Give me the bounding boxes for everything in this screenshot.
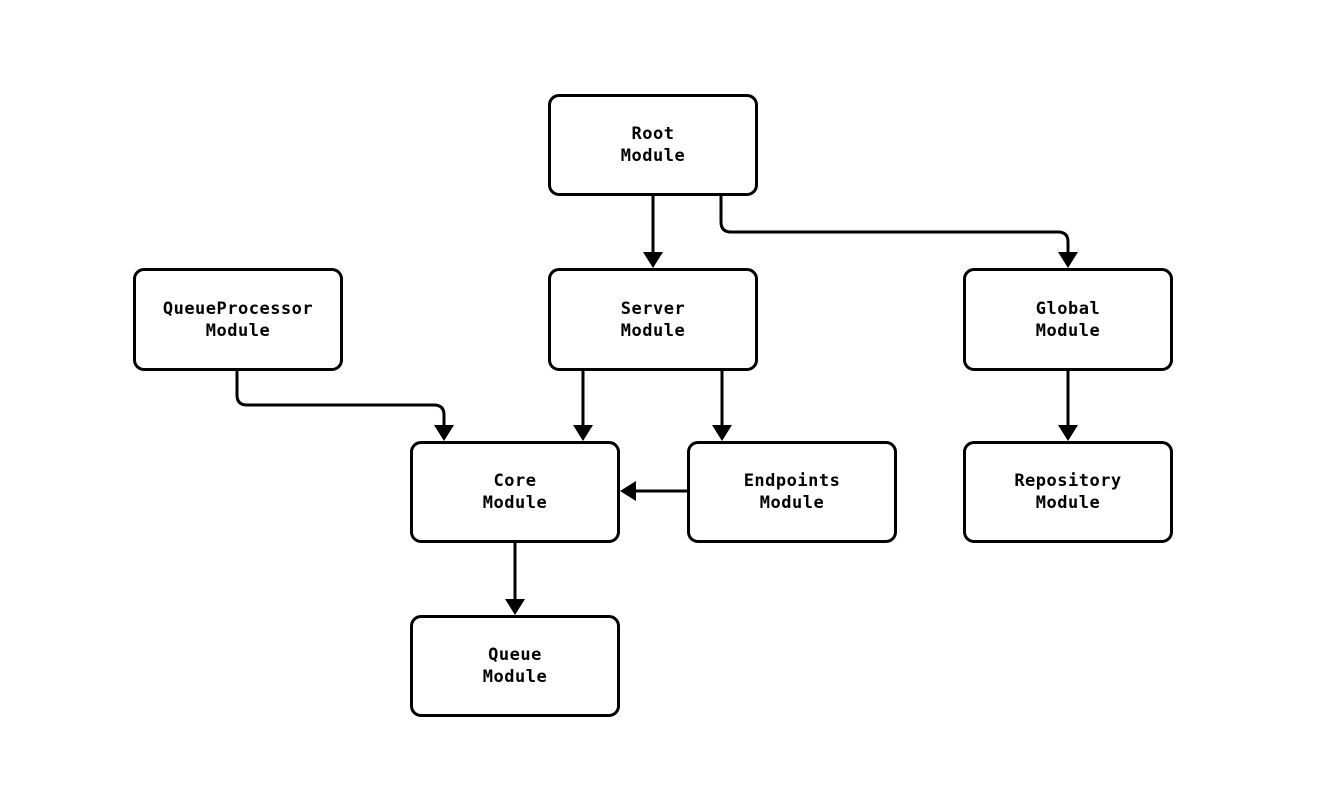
edge-global-to-repository	[1058, 371, 1078, 441]
arrowhead	[505, 599, 525, 615]
node-subtitle: Module	[620, 320, 686, 341]
arrowhead	[434, 425, 454, 441]
edge-server-to-endpoints	[712, 371, 732, 441]
node-subtitle: Module	[759, 493, 825, 513]
edge-root-to-global	[719, 196, 1078, 268]
node-title: Core	[493, 471, 537, 491]
node-title: Endpoints	[743, 471, 841, 491]
node-title: Global	[1035, 298, 1101, 319]
edge-root-to-server	[643, 196, 663, 268]
edge-endpoints-to-core	[620, 481, 687, 501]
node-subtitle: Module	[1035, 320, 1101, 341]
node-subtitle: Module	[482, 493, 548, 513]
arrowhead	[643, 252, 663, 268]
node-subtitle: Module	[482, 667, 548, 687]
edge-server-to-core	[573, 371, 593, 441]
node-title: Server	[620, 298, 686, 319]
arrowhead	[1058, 252, 1078, 268]
arrowhead	[1058, 425, 1078, 441]
node-title: Root	[631, 124, 675, 144]
arrowhead	[712, 425, 732, 441]
node-title: Queue	[488, 645, 542, 665]
edge-queueprocessor-to-core	[235, 371, 454, 441]
node-subtitle: Module	[1035, 493, 1101, 513]
edge-core-to-queue	[505, 543, 525, 615]
node-title: QueueProcessor	[162, 298, 314, 319]
edge-line	[235, 371, 446, 425]
node-subtitle: Module	[620, 146, 686, 166]
node-subtitle: Module	[205, 320, 271, 341]
node-title: Repository	[1014, 471, 1122, 491]
arrowhead	[573, 425, 593, 441]
arrowhead	[620, 481, 636, 501]
edge-line	[719, 196, 1070, 252]
